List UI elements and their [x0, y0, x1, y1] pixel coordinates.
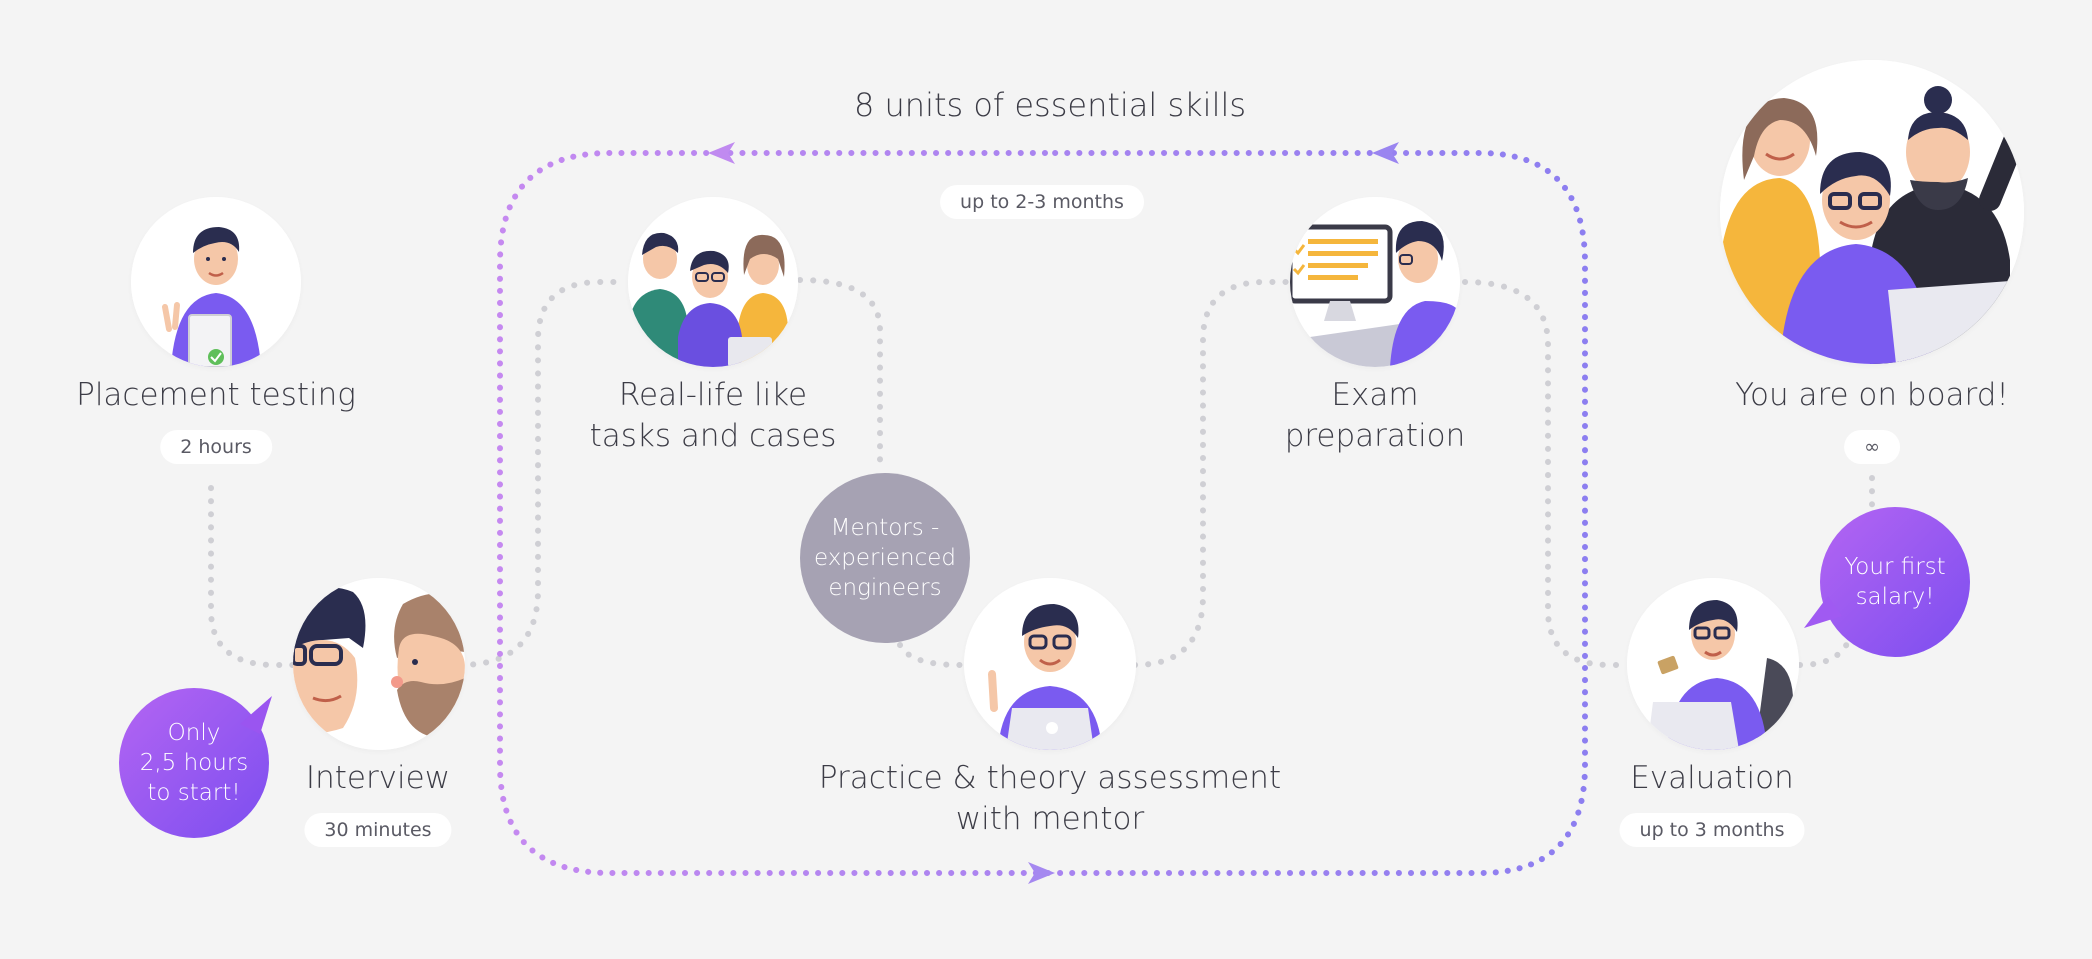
practice-label-line2: with mentor: [955, 801, 1145, 837]
exam-label-line2: preparation: [1284, 418, 1466, 454]
path-mentors-to-practice: [897, 642, 963, 668]
evaluation-duration: up to 3 months: [1619, 813, 1805, 847]
exam-label-line1: Exam: [1331, 377, 1419, 413]
practice-avatar: [964, 578, 1136, 750]
path-placement-to-interview: [208, 485, 298, 668]
tasks-label-line1: Real-life like: [618, 377, 808, 413]
exam-avatar: [1290, 197, 1460, 367]
evaluation-label: Evaluation: [1630, 760, 1794, 796]
path-exam-to-evaluation: [1462, 279, 1628, 668]
practice-label-line1: Practice & theory assessment: [818, 760, 1282, 796]
loop-arrows: [708, 142, 1399, 884]
mentors-bubble-line2: experienced: [813, 545, 957, 571]
placement-testing-label: Placement testing: [76, 377, 356, 413]
start-bubble-line1: Only: [167, 720, 221, 746]
loop-path: [497, 150, 1588, 876]
tasks-label-line2: tasks and cases: [589, 418, 837, 454]
interview-label: Interview: [305, 760, 451, 796]
salary-bubble-line2: salary!: [1855, 584, 1935, 610]
main-duration-pill: up to 2-3 months: [940, 185, 1144, 219]
salary-bubble-line1: Your first: [1844, 554, 1946, 580]
mentors-bubble-line1: Mentors -: [830, 515, 940, 541]
arrow-left-top: [708, 142, 735, 164]
practice-label: Practice & theory assessment with mentor: [819, 758, 1281, 840]
onboard-team-avatar: [1720, 60, 2024, 364]
interview-avatar: [293, 578, 465, 750]
placement-testing-duration: 2 hours: [160, 430, 272, 464]
salary-bubble: Your first salary!: [1820, 507, 1970, 657]
mentors-bubble: Mentors - experienced engineers: [800, 473, 970, 643]
tasks-avatar: [628, 197, 798, 367]
path-interview-to-tasks: [457, 279, 628, 668]
interview-duration: 30 minutes: [304, 813, 452, 847]
start-bubble-line2: 2,5 hours: [139, 750, 249, 776]
salary-bubble-tail: [1804, 596, 1842, 628]
exam-label: Exam preparation: [1285, 375, 1466, 457]
start-bubble: Only 2,5 hours to start!: [119, 688, 269, 838]
arrow-left-top-right: [1372, 142, 1399, 164]
path-practice-to-exam: [1132, 279, 1293, 668]
start-bubble-tail: [240, 696, 272, 734]
placement-testing-avatar: [131, 197, 301, 367]
diagram-title: 8 units of essential skills: [853, 86, 1247, 124]
path-tasks-to-mentors: [797, 277, 883, 468]
evaluation-avatar: [1627, 578, 1799, 750]
arrow-right-bottom: [1028, 862, 1055, 884]
onboard-label: You are on board!: [1735, 377, 2009, 413]
mentors-bubble-line3: engineers: [828, 575, 942, 601]
tasks-label: Real-life like tasks and cases: [590, 375, 837, 457]
onboard-duration: ∞: [1844, 430, 1900, 464]
start-bubble-line3: to start!: [147, 780, 241, 806]
